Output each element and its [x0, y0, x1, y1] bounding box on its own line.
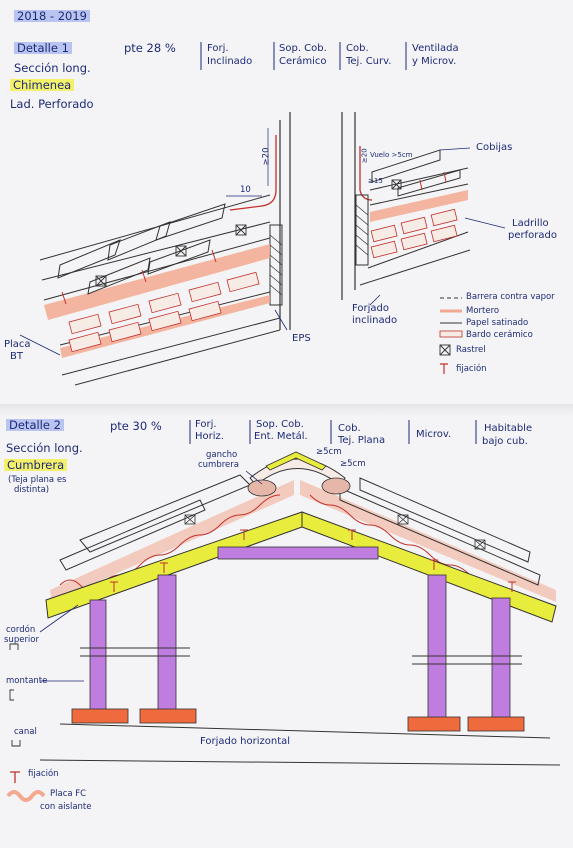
year-header: 2018 - 2019 [14, 10, 90, 22]
label-ladrillo2: perforado [508, 230, 557, 241]
dim-10: 10 [240, 185, 251, 195]
detail2-note2: distinta) [14, 485, 50, 495]
detail1-col1-b: Inclinado [207, 56, 253, 67]
detail2-col5-a: Habitable [484, 423, 533, 434]
label-forjado2: inclinado [352, 315, 398, 326]
detail1-subtitle2: Lad. Perforado [10, 97, 94, 111]
label-cobijas: Cobijas [476, 142, 513, 153]
detail1-section: Sección long. [14, 61, 91, 75]
label-cordon: cordón [6, 625, 36, 635]
detail1-right-section [341, 112, 506, 306]
detail1-title: Detalle 1 [14, 42, 72, 54]
legend1-mortero: Mortero [466, 306, 500, 316]
detail2-ridge-section [9, 451, 561, 766]
legend1-rastrel: Rastrel [456, 345, 486, 355]
detail2-col3-a: Cob. [338, 423, 361, 434]
detail1-left-section [19, 112, 291, 386]
detail1-col4-b: y Microv. [412, 56, 457, 67]
label-gancho2: cumbrera [198, 460, 239, 470]
label-canal: canal [14, 727, 37, 737]
detail1-col2-b: Cerámico [279, 56, 327, 67]
legend1-papel: Papel satinado [466, 318, 529, 328]
legend1-barrera: Barrera contra vapor [466, 292, 555, 302]
detail1-col2-a: Sop. Cob. [279, 43, 327, 54]
detail2-subtitle: Cumbrera [4, 459, 68, 471]
label-dim5a: ≥5cm [316, 447, 342, 457]
detail1-col3-a: Cob. [346, 43, 369, 54]
page-fold [0, 404, 573, 416]
detail2-section: Sección long. [6, 441, 83, 455]
detail2-note1: (Teja plana es [8, 475, 67, 485]
label-montante: montante [6, 676, 48, 686]
legend2-placa: Placa FC [50, 789, 87, 799]
legend2-fijacion: fijación [28, 769, 59, 779]
label-eps: EPS [292, 333, 311, 344]
label-forjado-horizontal: Forjado horizontal [200, 736, 291, 747]
legend2-placa2: con aislante [40, 802, 92, 812]
dim-vuelo: Vuelo >5cm [370, 151, 413, 159]
detail2-col2-a: Sop. Cob. [256, 419, 304, 430]
detail1-subtitle: Chimenea [10, 79, 75, 91]
detail1-col4-a: Ventilada [412, 43, 459, 54]
legend1-fijacion: fijación [456, 364, 487, 374]
detail2-col5-b: bajo cub. [482, 436, 528, 447]
detail1-slope: pte 28 % [124, 41, 176, 55]
label-cordon2: superior [4, 635, 39, 645]
label-forjado: Forjado [352, 303, 389, 314]
legend1-symbols [439, 297, 463, 374]
detail2-col1-a: Forj. [195, 419, 217, 430]
detail2-title: Detalle 2 [6, 419, 64, 431]
detail1-col3-b: Tej. Curv. [346, 56, 392, 67]
label-ladrillo: Ladrillo [512, 218, 549, 229]
detail2-col2-b: Ent. Metál. [254, 431, 308, 442]
detail2-slope: pte 30 % [110, 419, 162, 433]
legend2-symbols [6, 771, 46, 802]
label-placa: Placa [4, 339, 31, 350]
detail1-col1-a: Forj. [207, 43, 229, 54]
detail2-col3-b: Tej. Plana [338, 435, 386, 446]
legend1-bardo: Bardo cerámico [466, 330, 533, 340]
detail2-col4-a: Microv. [416, 429, 452, 440]
detail2-col1-b: Horiz. [195, 431, 224, 442]
label-gancho: gancho [206, 450, 238, 460]
label-placa-bt: BT [10, 351, 23, 362]
label-dim5b: ≥5cm [340, 459, 366, 469]
